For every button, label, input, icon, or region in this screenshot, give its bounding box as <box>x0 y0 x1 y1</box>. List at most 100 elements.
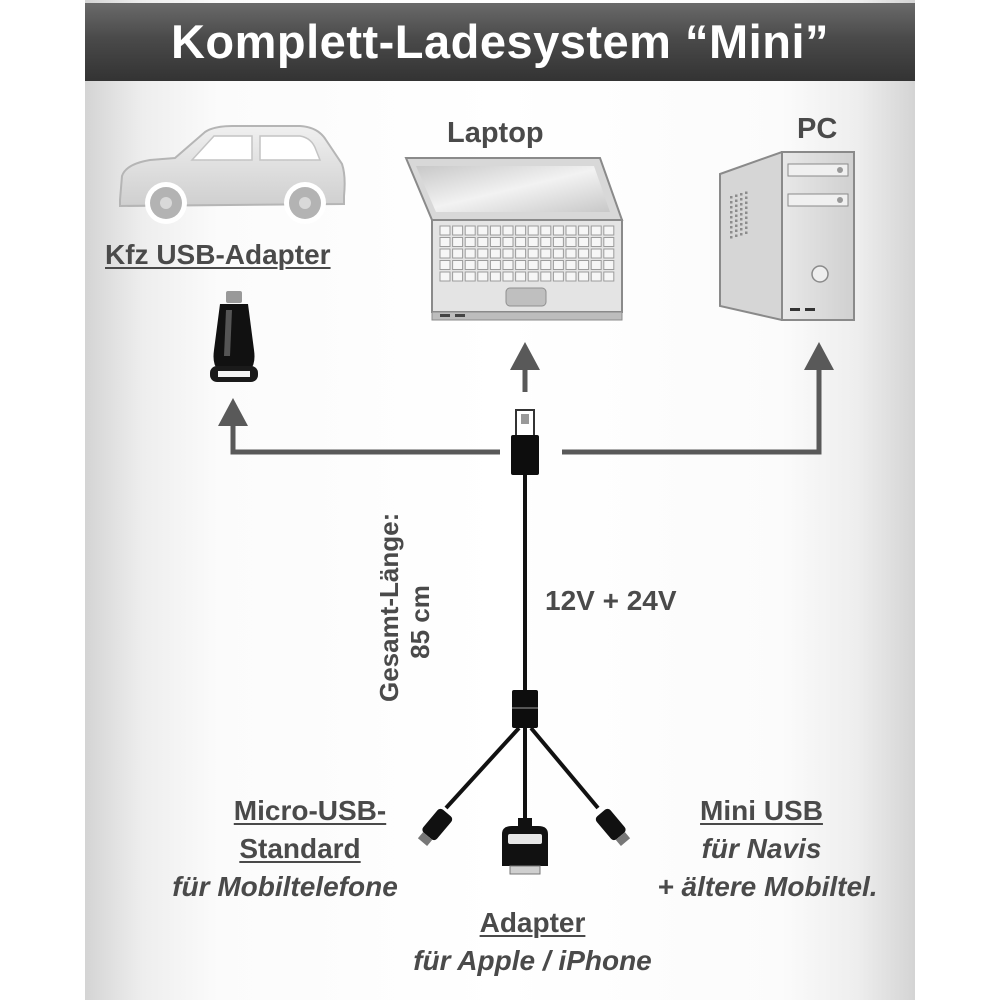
pc-vent-dot <box>745 211 748 214</box>
mini-usb-title: Mini USB <box>700 795 823 826</box>
laptop-key <box>552 271 564 282</box>
laptop-key <box>477 225 489 236</box>
laptop-key <box>578 271 590 282</box>
pc-vent-dot <box>730 226 733 229</box>
laptop-key <box>477 271 489 282</box>
apple-dock-plug-icon <box>502 818 548 875</box>
pc-vent-dot <box>745 201 748 204</box>
pc-vent-dot <box>730 201 733 204</box>
laptop-key <box>578 237 590 247</box>
laptop-key <box>464 237 476 247</box>
laptop-key <box>439 260 451 270</box>
pc-label: PC <box>797 113 838 145</box>
pc-vent-dot <box>735 224 738 227</box>
apple-adapter-label: Adapter für Apple / iPhone <box>385 904 680 980</box>
laptop-key <box>502 237 514 247</box>
laptop-key <box>565 237 577 247</box>
pc-vent-dot <box>740 203 743 206</box>
pc-vent-dot <box>730 206 733 209</box>
laptop-key <box>590 225 602 236</box>
laptop-key <box>489 260 501 270</box>
pc-vent-dot <box>745 216 748 219</box>
laptop-key <box>439 248 451 259</box>
pc-vent-dot <box>745 231 748 234</box>
mini-usb-plug-icon <box>595 808 631 846</box>
laptop-icon <box>404 157 624 321</box>
laptop-key <box>452 260 464 270</box>
mini-usb-label: Mini USB für Navis + ältere Mobiltel. <box>635 792 900 906</box>
pc-vent-dot <box>730 231 733 234</box>
arrow-to-car-adapter <box>230 420 500 455</box>
laptop-key <box>464 248 476 259</box>
laptop-key <box>464 225 476 236</box>
laptop-key <box>552 237 564 247</box>
laptop-key <box>527 237 539 247</box>
pc-vent-dot <box>740 208 743 211</box>
pc-vent-dot <box>745 191 748 194</box>
laptop-key <box>590 271 602 282</box>
laptop-key <box>603 260 615 270</box>
laptop-key <box>515 248 527 259</box>
voltage-label: 12V + 24V <box>545 585 677 616</box>
laptop-key <box>464 271 476 282</box>
laptop-key <box>502 260 514 270</box>
micro-usb-plug-icon <box>417 808 453 846</box>
pc-vent-dot <box>735 214 738 217</box>
laptop-key <box>515 237 527 247</box>
laptop-key <box>603 248 615 259</box>
laptop-key <box>552 225 564 236</box>
laptop-key <box>565 271 577 282</box>
laptop-key <box>540 260 552 270</box>
pc-vent-dot <box>735 194 738 197</box>
laptop-key <box>565 225 577 236</box>
pc-vent-dot <box>730 236 733 239</box>
car-adapter-label: Kfz USB-Adapter <box>105 239 331 270</box>
laptop-key <box>452 271 464 282</box>
laptop-key <box>527 271 539 282</box>
laptop-key <box>527 225 539 236</box>
laptop-key <box>578 225 590 236</box>
arrow-head-pc <box>804 342 834 370</box>
pc-vent-dot <box>735 229 738 232</box>
laptop-key <box>565 260 577 270</box>
arrow-to-pc <box>562 366 822 455</box>
pc-vent-dot <box>730 216 733 219</box>
laptop-key <box>477 237 489 247</box>
micro-usb-description: für Mobiltelefone <box>172 871 398 902</box>
laptop-key <box>540 237 552 247</box>
pc-vent-dot <box>745 196 748 199</box>
laptop-key <box>603 237 615 247</box>
pc-vent-dot <box>730 196 733 199</box>
pc-tower-icon <box>719 151 855 321</box>
pc-vent-dot <box>735 209 738 212</box>
laptop-key <box>540 225 552 236</box>
cable-length-line1: Gesamt-Länge: <box>374 512 404 702</box>
pc-vent-dot <box>735 234 738 237</box>
laptop-key <box>439 225 451 236</box>
laptop-key <box>489 225 501 236</box>
mini-usb-description-line1: für Navis <box>701 833 822 864</box>
pc-vent-dot <box>740 193 743 196</box>
pc-vent-dot <box>740 228 743 231</box>
car-usb-adapter-icon <box>210 291 258 382</box>
laptop-key <box>502 248 514 259</box>
laptop-key <box>590 237 602 247</box>
apple-adapter-description: für Apple / iPhone <box>413 945 652 976</box>
pc-vent-dot <box>740 213 743 216</box>
pc-vent-dot <box>740 223 743 226</box>
laptop-key <box>540 248 552 259</box>
micro-usb-title-line1: Micro-USB- <box>233 795 387 826</box>
pc-vent-dot <box>735 204 738 207</box>
laptop-key <box>552 248 564 259</box>
cable-length-label: Gesamt-Länge: 85 cm <box>374 512 436 702</box>
mini-usb-description-line2: + ältere Mobiltel. <box>657 871 878 902</box>
laptop-key <box>502 271 514 282</box>
laptop-key <box>527 260 539 270</box>
charging-cable <box>444 409 600 820</box>
pc-vent-dot <box>730 211 733 214</box>
laptop-key <box>578 260 590 270</box>
page-title: Komplett-Ladesystem “Mini” <box>170 15 830 68</box>
pc-vent-dot <box>735 199 738 202</box>
pc-vent-dot <box>740 218 743 221</box>
laptop-key <box>464 260 476 270</box>
